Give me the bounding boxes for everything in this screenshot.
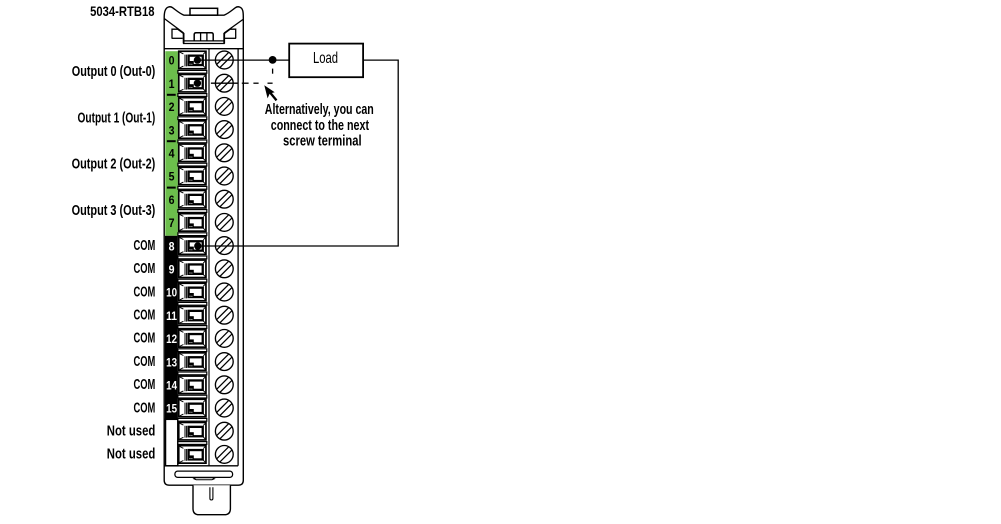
svg-text:COM: COM [134, 354, 156, 370]
svg-text:0: 0 [169, 54, 175, 68]
svg-text:4: 4 [169, 147, 175, 161]
svg-text:COM: COM [134, 400, 156, 416]
svg-text:COM: COM [134, 238, 156, 254]
svg-text:COM: COM [134, 284, 156, 300]
svg-text:11: 11 [166, 309, 177, 323]
svg-text:9: 9 [169, 263, 175, 277]
svg-text:COM: COM [134, 261, 156, 277]
svg-text:Output 3 (Out-3): Output 3 (Out-3) [72, 203, 156, 219]
svg-text:screw terminal: screw terminal [283, 134, 362, 150]
svg-text:5034-RTB18: 5034-RTB18 [90, 3, 155, 19]
svg-text:15: 15 [166, 402, 177, 416]
svg-text:Output 1 (Out-1): Output 1 (Out-1) [78, 110, 156, 126]
svg-text:2: 2 [169, 100, 175, 114]
svg-text:COM: COM [134, 331, 156, 347]
svg-text:Output 2 (Out-2): Output 2 (Out-2) [72, 157, 156, 173]
svg-text:8: 8 [169, 239, 175, 253]
svg-text:10: 10 [166, 286, 177, 300]
svg-text:Not used: Not used [107, 447, 156, 463]
svg-text:Output 0 (Out-0): Output 0 (Out-0) [72, 64, 156, 80]
svg-text:6: 6 [169, 193, 175, 207]
svg-text:Load: Load [313, 50, 338, 67]
svg-text:Not used: Not used [107, 424, 156, 440]
svg-text:COM: COM [134, 308, 156, 324]
svg-text:Alternatively, you can: Alternatively, you can [265, 102, 374, 118]
svg-text:1: 1 [169, 77, 175, 91]
svg-text:COM: COM [134, 377, 156, 393]
svg-text:12: 12 [166, 332, 177, 346]
svg-text:3: 3 [169, 123, 175, 137]
svg-text:13: 13 [166, 355, 177, 369]
svg-text:14: 14 [166, 379, 177, 393]
svg-text:connect to the next: connect to the next [271, 118, 369, 134]
svg-text:5: 5 [169, 170, 175, 184]
svg-text:7: 7 [169, 216, 175, 230]
